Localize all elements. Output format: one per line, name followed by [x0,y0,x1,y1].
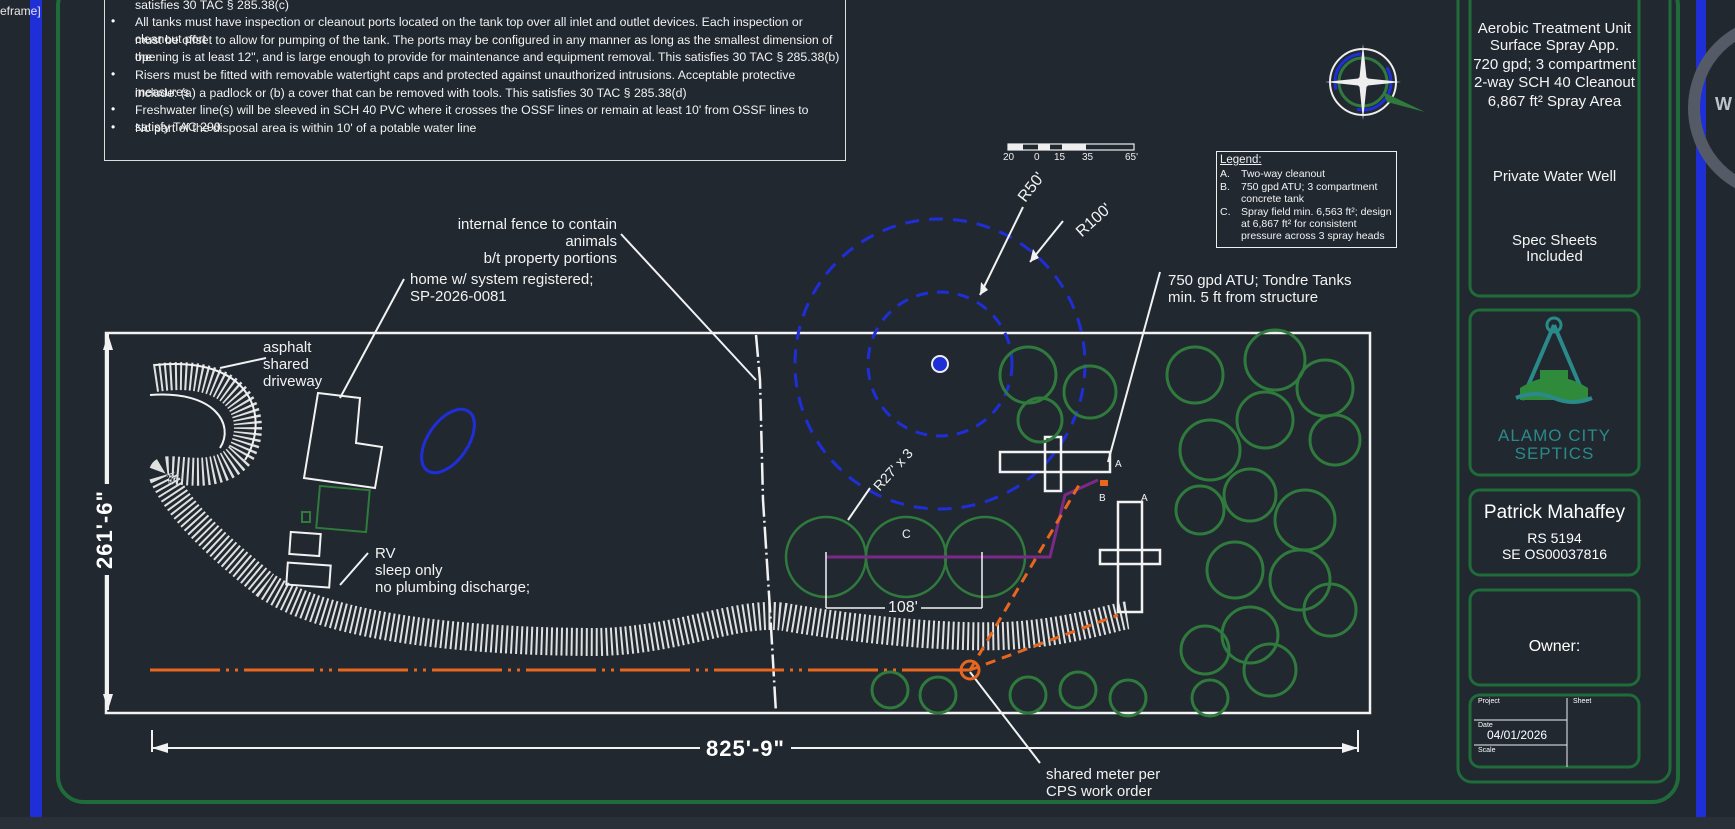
sheet-label: Sheet [1573,698,1592,705]
project-label: Project [1478,698,1500,705]
water-well-setback [420,407,476,475]
well-icon [931,355,949,373]
scale-bar [1007,143,1135,151]
scale-bar-label: 0 [1034,152,1040,163]
date-value: 04/01/2026 [1487,728,1548,742]
note-line: must be offset to allow for pumping of t… [135,33,833,65]
sheet-border [56,0,1680,804]
cleanout-structure [1098,500,1162,614]
leader-lines [219,206,1161,764]
setback-r50 [866,290,1014,438]
house-outline [302,391,384,490]
viewport-right-border [1696,0,1706,829]
scale-bar-label: 20 [1003,152,1015,163]
rv-outline-2 [285,561,332,589]
annotation-home: home w/ system registered;SP-2026-0081 [410,271,594,305]
viewport-frame-label: eframe] [0,4,41,18]
status-bar[interactable] [0,817,1735,829]
legend-text: at 6,867 ft² for consistent [1241,218,1357,230]
well-marker [301,511,311,523]
label-a2: A [1141,493,1148,504]
label-spray-c: C [902,527,911,541]
scale-bar-label: 35 [1082,152,1094,163]
legend-key: A. [1220,168,1230,180]
note-line: •Freshwater line(s) will be sleeved in S… [111,102,809,135]
label-108: 108' [885,599,921,616]
title-block-border [1456,0,1672,784]
label-a1: A [1115,459,1122,470]
viewport-left-border [30,0,42,829]
legend-text: pressure across 3 spray heads [1241,230,1385,242]
scale-label: Scale [1478,747,1496,754]
legend-text: 750 gpd ATU; 3 compartment [1241,181,1378,193]
company-logo-icon [1515,316,1593,404]
meter-icon [959,659,981,681]
legend-text: Two-way cleanout [1241,168,1326,180]
internal-fence [754,334,778,714]
setback-r100 [793,217,1087,511]
note-line: •Risers must be fitted with removable wa… [111,67,796,100]
dimension-height: 261'-6" [92,484,118,575]
construction-notes: satisfies 30 TAC § 285.38(c) •All tanks … [104,0,846,161]
asphalt-driveway [148,362,1132,657]
legend-title: Legend: [1220,154,1262,166]
legend-text: Spray field min. 6,563 ft²; design [1241,206,1392,218]
water-source: Private Water Well [1492,168,1617,185]
legend-key: C. [1220,206,1231,218]
note-line: •No part of the disposal area is within … [111,120,477,135]
spray-lateral [826,478,1099,559]
note-line: opening is at least 12", and is large en… [135,50,840,64]
viewcube-west-label[interactable]: W [1715,94,1732,114]
label-b: B [1099,493,1106,504]
owner-label: Owner: [1528,638,1581,655]
legend-text: concrete tank [1241,193,1305,205]
dimension-lines [107,334,1359,752]
dimension-width: 825'-9" [700,736,791,762]
note-line: include: (a) a padlock or (b) a cover th… [135,86,687,100]
legend-key: B. [1220,181,1230,193]
north-arrow-icon [1325,44,1425,120]
date-label: Date [1478,722,1493,729]
tree-cluster [870,328,1362,718]
yard-outline [315,484,371,534]
note-line: •All tanks must have inspection or clean… [111,14,803,47]
scale-bar-label: 65' [1125,152,1139,163]
legend-box: Legend: A. Two-way cleanout B. 750 gpd A… [1216,151,1397,248]
note-line: satisfies 30 TAC § 285.38(c) [135,0,290,12]
rv-outline-1 [288,530,322,558]
scale-bar-label: 15 [1054,152,1066,163]
designer-info: Patrick Mahaffey RS 5194 SE OS00037816 [1483,502,1626,562]
viewcube-ring [1688,27,1735,189]
